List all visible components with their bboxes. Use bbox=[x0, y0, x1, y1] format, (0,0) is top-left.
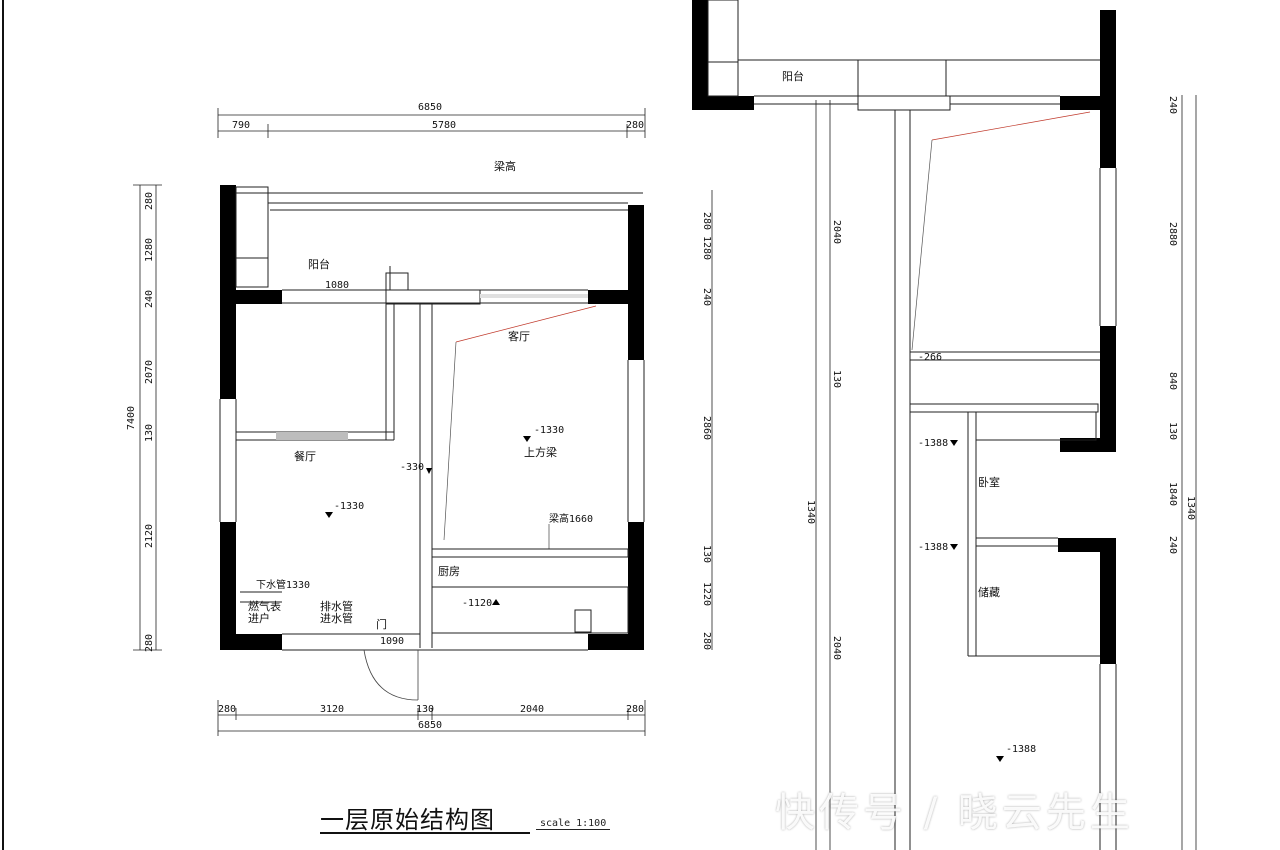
window-hatch bbox=[480, 294, 588, 298]
room-label-balcony: 阳台 bbox=[308, 257, 330, 271]
dim-left-seg: 1340 bbox=[805, 500, 816, 524]
meter-note: 燃气表 bbox=[248, 599, 281, 613]
plan-title: 一层原始结构图 bbox=[320, 806, 495, 834]
room-label-storage: 储藏 bbox=[978, 585, 1000, 599]
walls bbox=[692, 0, 1116, 664]
dim-bottom-seg: 2040 bbox=[520, 704, 544, 715]
door-size: 1090 bbox=[380, 636, 404, 647]
beam-note: 梁高1660 bbox=[549, 512, 593, 525]
dim-bottom-seg: 280 bbox=[626, 704, 644, 715]
dim-bottom-seg: 280 bbox=[218, 704, 236, 715]
dim-left-seg: 280 bbox=[144, 634, 155, 652]
dim-top-seg: 280 bbox=[626, 120, 644, 131]
door-label: 门 bbox=[376, 617, 387, 631]
dim-top-total: 6850 bbox=[418, 102, 442, 113]
dim-left-seg: 130 bbox=[831, 370, 842, 388]
level-value: -330 bbox=[400, 462, 424, 473]
left-floor-plan: 6850 790 5780 280 7400 280 1280 240 2070… bbox=[126, 102, 713, 736]
door-swing bbox=[363, 649, 419, 701]
dim-right-seg: 240 bbox=[701, 288, 712, 306]
dim-right-seg: 840 bbox=[1167, 372, 1178, 390]
thin-walls bbox=[707, 0, 1117, 850]
dim-bottom-seg: 130 bbox=[416, 704, 434, 715]
dim-left-total: 7400 bbox=[126, 406, 137, 430]
right-floor-plan: 阳台 卧室 储藏 -266 -1388 -1388 -1388 240 2880… bbox=[692, 0, 1197, 850]
dimension-left: 7400 280 1280 240 2070 130 2120 280 bbox=[126, 184, 162, 652]
dim-right-seg: 1840 bbox=[1167, 482, 1178, 506]
room-label-balcony: 阳台 bbox=[782, 69, 804, 83]
dim-right-seg: 2880 bbox=[1167, 222, 1178, 246]
dim-left-seg: 1280 bbox=[144, 238, 155, 262]
dim-bottom-seg: 3120 bbox=[320, 704, 344, 715]
dim-left-seg: 2040 bbox=[831, 220, 842, 244]
level-value: -1388 bbox=[1006, 744, 1036, 755]
beam-note: 梁高 bbox=[494, 159, 516, 173]
pipe-note: 下水管1330 bbox=[256, 578, 310, 591]
level-value: -1388 bbox=[918, 542, 948, 553]
dim-right-seg: 130 bbox=[701, 545, 712, 563]
level-value: -266 bbox=[918, 352, 942, 363]
dim-right-seg: 240 bbox=[1167, 96, 1178, 114]
level-value: -1330 bbox=[534, 425, 564, 436]
dim-left-seg: 2070 bbox=[144, 360, 155, 384]
dim-right-seg: 1340 bbox=[1185, 496, 1196, 520]
room-note: 上方梁 bbox=[524, 445, 557, 459]
dim-left-seg: 2040 bbox=[831, 636, 842, 660]
dim-right-seg: 1220 bbox=[701, 582, 712, 606]
dimension-top: 6850 790 5780 280 bbox=[217, 102, 646, 138]
pipe-note: 排水管 bbox=[320, 599, 353, 613]
room-size: 1080 bbox=[325, 280, 349, 291]
dim-right-seg: 240 bbox=[1167, 536, 1178, 554]
level-value: -1120 bbox=[462, 598, 492, 609]
dim-bottom-total: 6850 bbox=[418, 720, 442, 731]
level-markers bbox=[325, 436, 531, 605]
dim-top-seg: 790 bbox=[232, 120, 250, 131]
walls bbox=[220, 185, 644, 650]
dimension-bottom: 280 3120 130 2040 280 6850 bbox=[217, 700, 646, 736]
dim-left-seg: 280 bbox=[144, 192, 155, 210]
watermark: 快传号 / 晓云先生 bbox=[775, 790, 1134, 836]
room-label-kitchen: 厨房 bbox=[438, 565, 460, 578]
room-label-bedroom: 卧室 bbox=[978, 475, 1000, 489]
entry-note: 进户 bbox=[248, 611, 270, 625]
room-label-living: 客厅 bbox=[508, 329, 530, 343]
dim-top-seg: 5780 bbox=[432, 120, 456, 131]
room-label-dining: 餐厅 bbox=[294, 449, 316, 463]
level-value: -1388 bbox=[918, 438, 948, 449]
dim-right-seg: 130 bbox=[1167, 422, 1178, 440]
dim-right-seg: 280 bbox=[701, 632, 712, 650]
plan-scale: scale 1:100 bbox=[536, 818, 611, 830]
dim-left-seg: 240 bbox=[144, 290, 155, 308]
dim-right-seg: 2860 bbox=[701, 416, 712, 440]
level-markers bbox=[950, 440, 1004, 762]
beam-line bbox=[455, 305, 597, 343]
level-value: -1330 bbox=[334, 501, 364, 512]
window-hatch bbox=[276, 432, 348, 440]
pipe-note: 进水管 bbox=[320, 611, 353, 625]
dim-right-seg: 1280 bbox=[701, 236, 712, 260]
title-underline bbox=[320, 832, 530, 834]
dimension-right: 280 1280 240 2860 130 1220 280 bbox=[701, 190, 713, 650]
dim-left-seg: 130 bbox=[144, 424, 155, 442]
dim-left-seg: 2120 bbox=[144, 524, 155, 548]
dim-right-seg: 280 bbox=[701, 212, 712, 230]
